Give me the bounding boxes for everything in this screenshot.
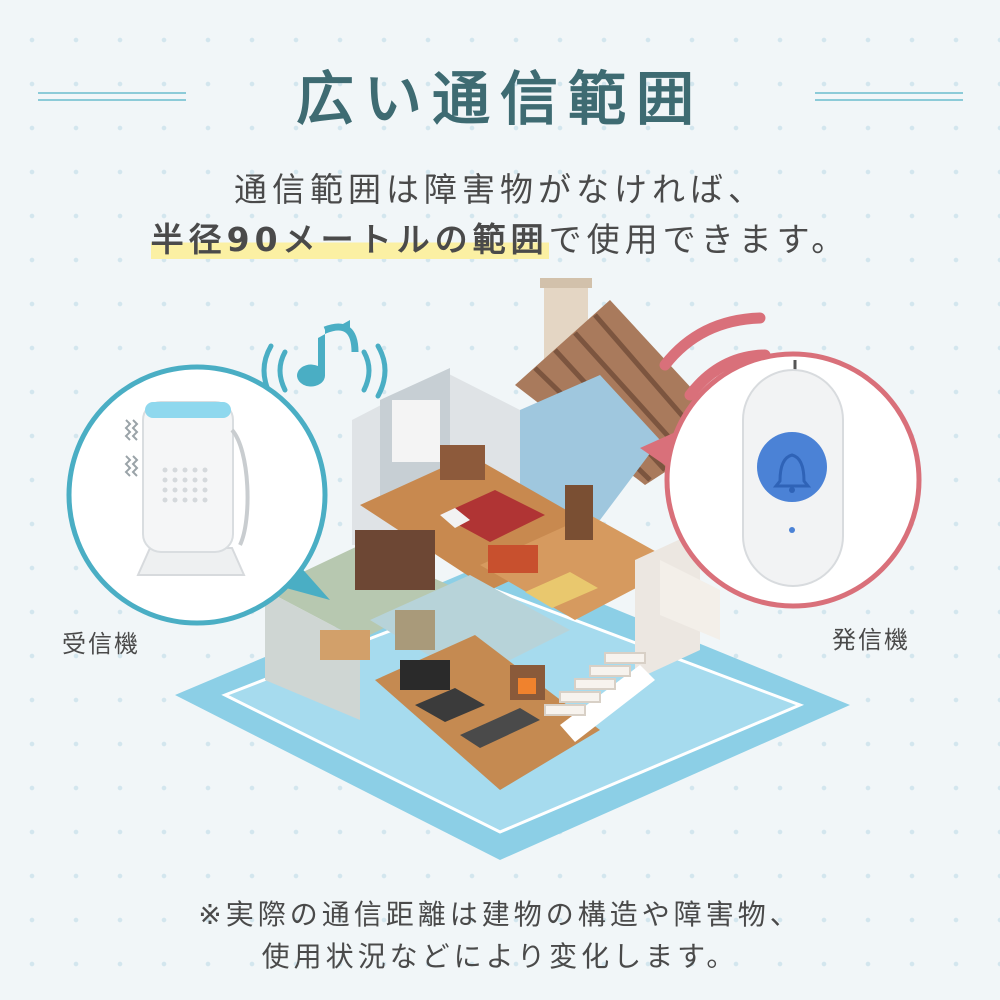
title-decoration-right	[815, 92, 963, 102]
footnote-line-2: 使用状況などにより変化します。	[261, 940, 739, 973]
title-decoration-left	[38, 92, 186, 102]
receiver-device	[136, 401, 250, 576]
music-note-icon	[297, 320, 359, 387]
footnote-line-1: ※実際の通信距離は建物の構造や障害物、	[198, 898, 802, 931]
transmitter-device	[742, 360, 844, 587]
bell-icon	[772, 453, 812, 493]
intro-line-2-rest: で使用できます。	[548, 220, 850, 259]
page-title: 広い通信範囲	[295, 65, 704, 133]
intro-line-2: 半径90メートルの範囲で使用できます。	[0, 213, 1000, 261]
vibration-icon	[124, 419, 139, 477]
receiver-label: 受信機	[62, 630, 140, 658]
range-highlight: 半径90メートルの範囲	[150, 220, 549, 259]
signal-wave-icon	[659, 312, 771, 401]
transmitter-label: 発信機	[832, 626, 910, 654]
house	[265, 278, 730, 790]
intro-line-1: 通信範囲は障害物がなければ、	[234, 170, 766, 209]
